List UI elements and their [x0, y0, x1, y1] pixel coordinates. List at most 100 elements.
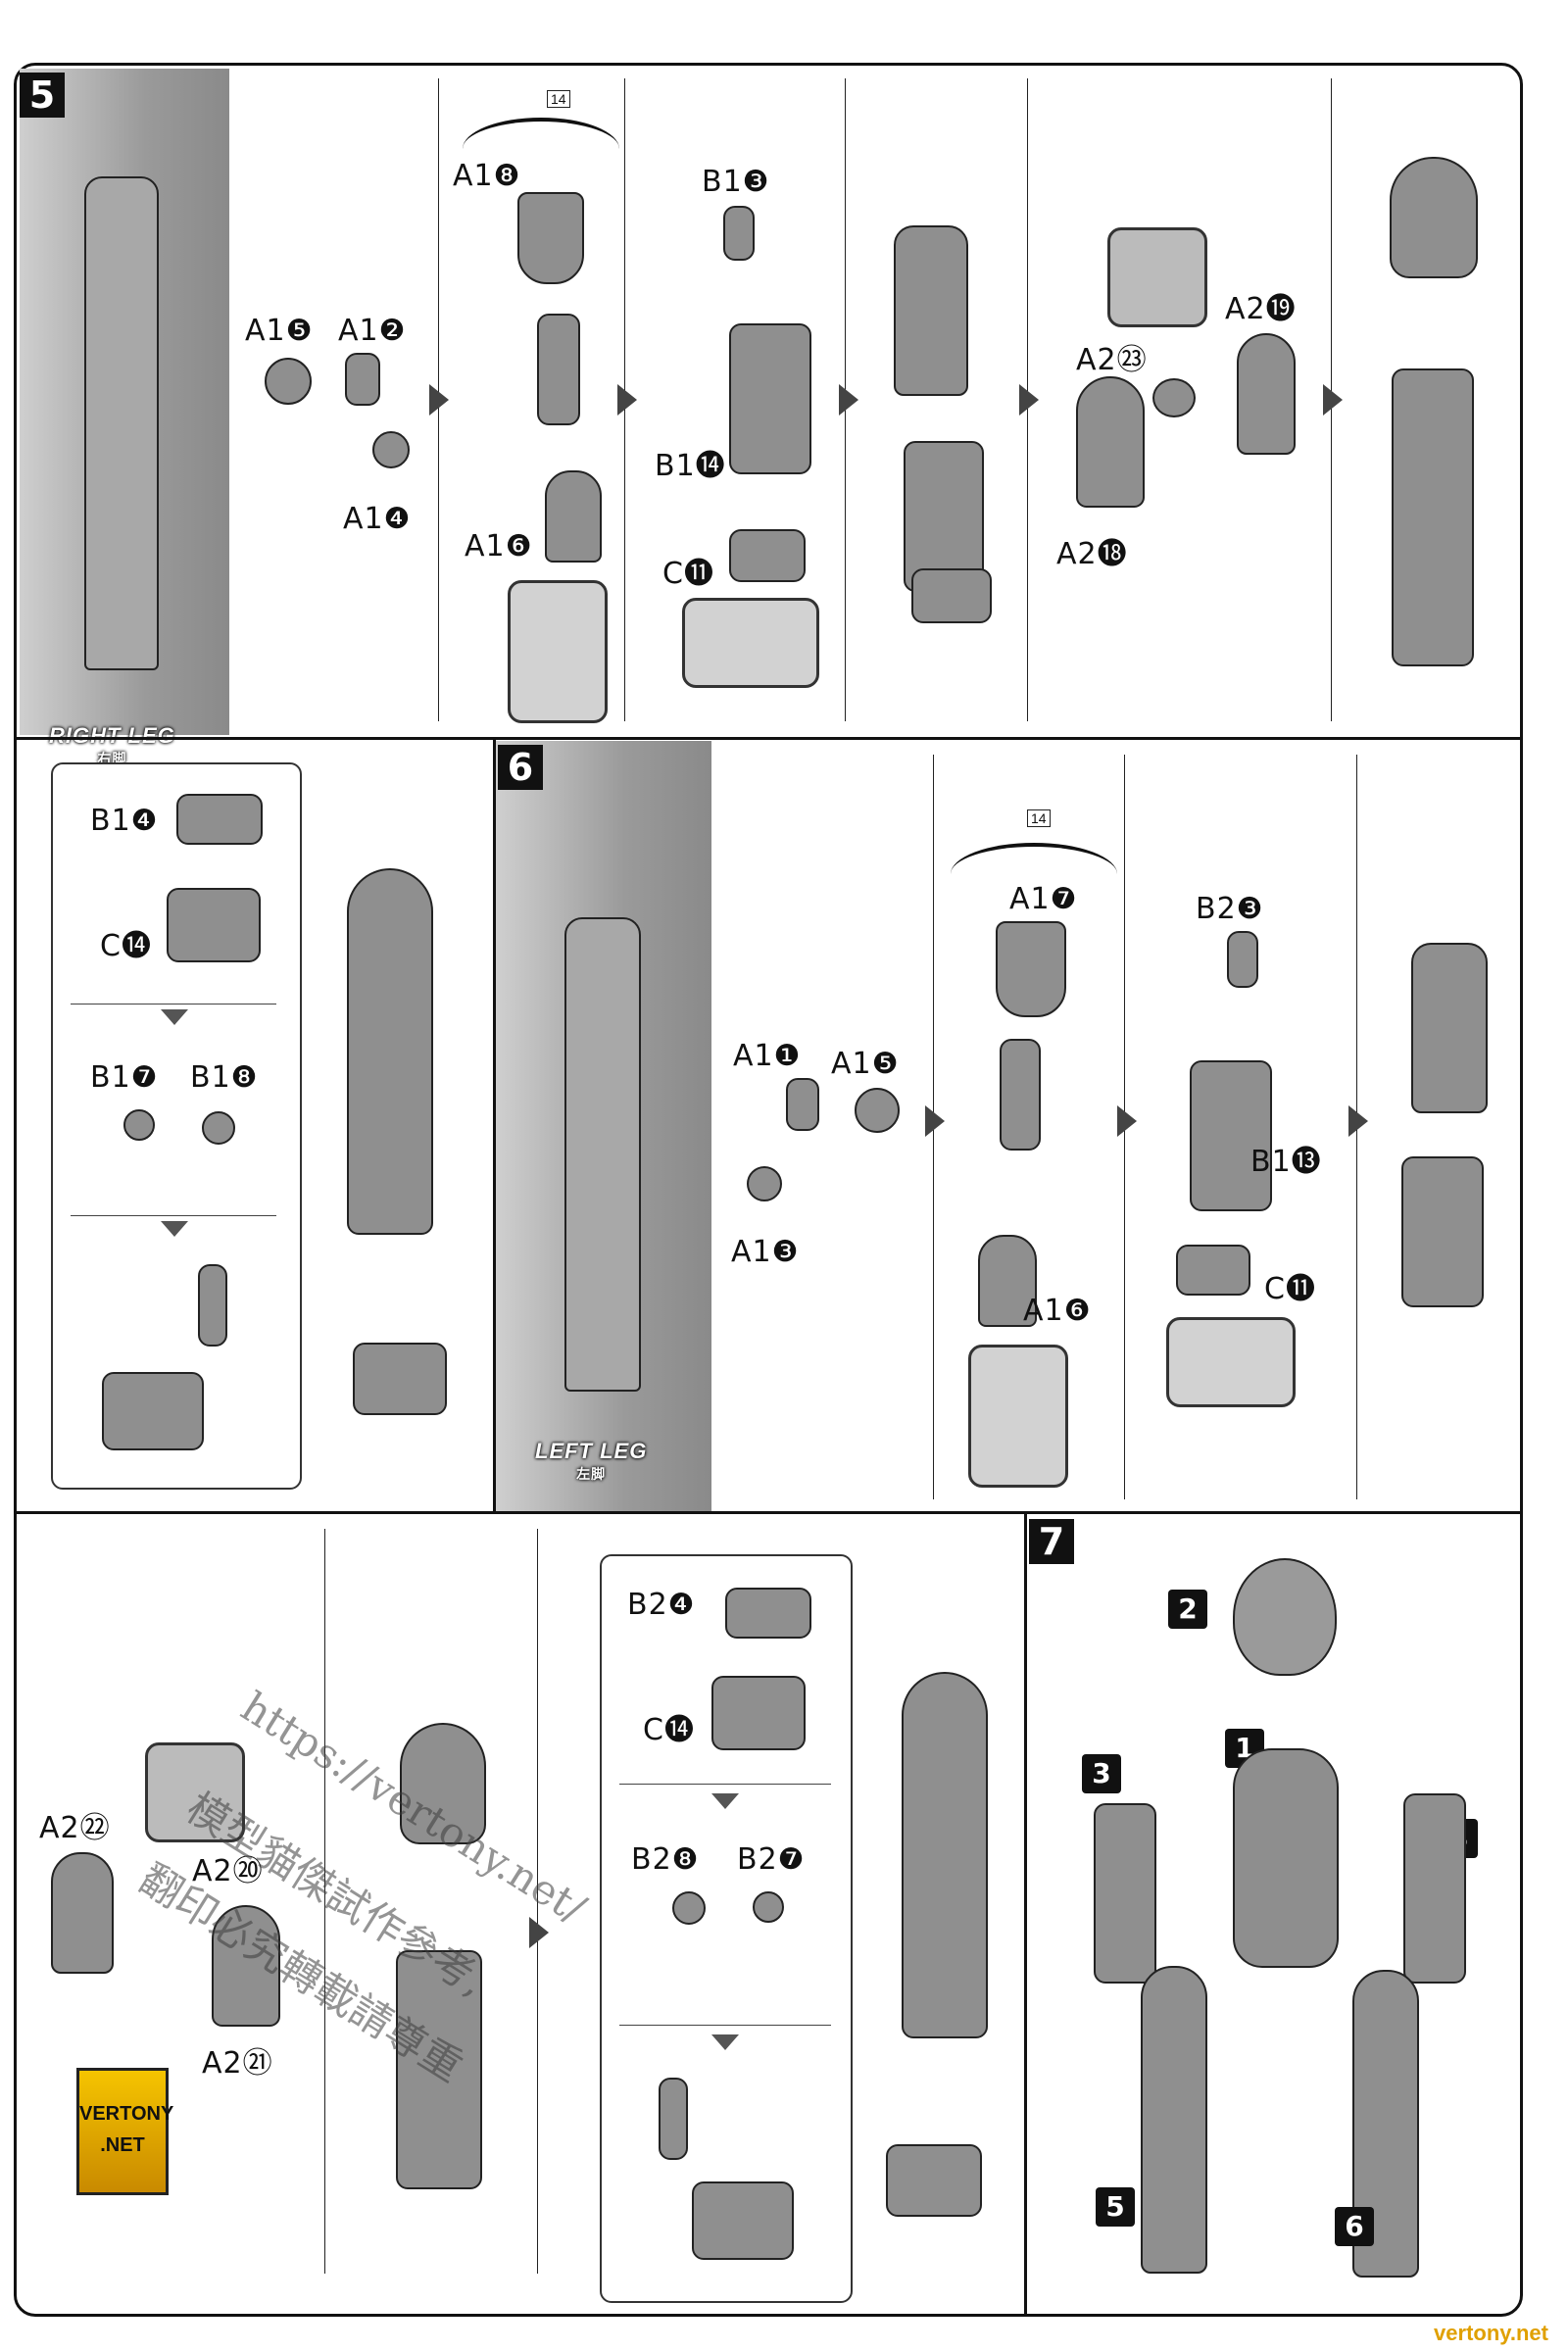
right-leg-reference-panel: RIGHT LEG 右脚 — [20, 69, 229, 766]
part-a1-5-b — [855, 1088, 900, 1133]
sticker-marker: 14 — [1027, 809, 1051, 827]
section-line — [619, 1784, 831, 1785]
logo-text-2: .NET — [100, 2134, 145, 2156]
part-b1-13 — [1190, 1060, 1272, 1211]
label-a1-4: A1❹ — [343, 502, 412, 536]
part-b1-7 — [123, 1109, 155, 1141]
sticker-marker: 14 — [547, 90, 570, 108]
section-line — [619, 2025, 831, 2026]
down-arrow — [711, 2034, 739, 2050]
detail-box-c11 — [682, 598, 819, 688]
down-arrow — [161, 1009, 188, 1025]
part-a1-2 — [345, 353, 380, 406]
part-foot-attach-b — [886, 2144, 982, 2217]
part-b2-3 — [1227, 931, 1258, 988]
part-a2-22 — [51, 1852, 114, 1974]
section-line — [71, 1215, 276, 1216]
part-a1-8 — [517, 192, 584, 284]
label-b2-3: B2❸ — [1196, 892, 1264, 926]
down-arrow — [161, 1221, 188, 1237]
label-c14: C⓮ — [100, 929, 152, 963]
part-thigh-assembled — [894, 225, 968, 396]
part-a2-23 — [1152, 378, 1196, 417]
part-a2-18 — [1076, 376, 1145, 508]
part-c14 — [167, 888, 261, 962]
label-a2-22: A2㉒ — [39, 1811, 111, 1845]
part-b2-8 — [672, 1891, 706, 1925]
detail-box-c11-b — [1166, 1317, 1296, 1407]
label-b1-4: B1❹ — [90, 804, 159, 838]
zoom-arc — [951, 843, 1117, 906]
label-a1-3: A1❸ — [731, 1235, 800, 1269]
part-c14-b — [711, 1676, 806, 1750]
step-arrow — [925, 1105, 945, 1137]
detail-box-a1-6-b — [968, 1345, 1068, 1488]
part-b2-7 — [753, 1891, 784, 1923]
part-ankle-joint-b — [659, 2078, 688, 2160]
part-b1-8 — [202, 1111, 235, 1145]
label-a1-7: A1❼ — [1009, 882, 1078, 916]
divider — [537, 1529, 538, 2274]
assembly-marker-5: 5 — [1096, 2187, 1135, 2227]
step-arrow — [1348, 1105, 1368, 1137]
assembly-marker-3: 3 — [1082, 1754, 1121, 1793]
label-a2-18: A2⓲ — [1056, 537, 1128, 571]
label-c14-b: C⓮ — [643, 1713, 695, 1747]
label-a1-8: A1❽ — [453, 159, 521, 193]
part-shin-assembled — [904, 441, 984, 592]
left-leg-label-jp: 左脚 — [576, 1466, 607, 1482]
part-b1-14 — [729, 323, 811, 474]
label-b2-7: B2❼ — [737, 1842, 806, 1877]
part-ankle-joint — [198, 1264, 227, 1347]
vertony-logo: VERTONY .NET — [76, 2068, 173, 2195]
footer-site: vertony.net — [1434, 2321, 1548, 2345]
step-arrow — [1117, 1105, 1137, 1137]
label-a1-2: A1❷ — [338, 314, 407, 348]
step-5-number: 5 — [20, 73, 65, 118]
label-b1-14: B1⓮ — [655, 449, 726, 483]
part-a1-3 — [747, 1166, 782, 1201]
part-a1-6 — [545, 470, 602, 563]
left-leg-tag: LEFT LEG 左脚 — [535, 1439, 647, 1484]
part-hip-cap — [1390, 157, 1478, 278]
label-a1-6: A1❻ — [465, 529, 533, 564]
part-a1-1 — [786, 1078, 819, 1131]
row-divider — [14, 1511, 1523, 1514]
step-arrow — [617, 384, 637, 416]
part-b1-4 — [176, 794, 263, 845]
part-a2-21 — [212, 1905, 280, 2027]
part-c11-b — [1176, 1245, 1250, 1296]
part-foot-attach — [353, 1343, 447, 1415]
manual-frame — [14, 63, 1523, 2317]
part-head — [1233, 1558, 1337, 1676]
label-c11-b: C⓫ — [1264, 1272, 1316, 1306]
divider — [324, 1529, 325, 2274]
zoom-arc — [463, 118, 619, 180]
part-a1-5 — [265, 358, 312, 405]
label-a1-5: A1❺ — [245, 314, 314, 348]
step-arrow — [839, 384, 858, 416]
left-leg-label: LEFT LEG — [535, 1439, 648, 1463]
part-a1-6-b — [978, 1235, 1037, 1327]
logo-text-1: VERTONY — [79, 2103, 174, 2125]
part-foot-base — [911, 568, 992, 623]
part-foot-c14 — [102, 1372, 204, 1450]
divider — [1024, 1513, 1027, 2317]
part-left-leg-lower-assembly — [902, 1672, 988, 2038]
detail-box-a2-20 — [145, 1742, 245, 1842]
label-a1-6-b: A1❻ — [1023, 1294, 1092, 1328]
step-6-number: 6 — [498, 745, 543, 790]
reference-leg-figure — [564, 917, 641, 1392]
row-divider — [14, 737, 1523, 740]
detail-box-a2-23 — [1107, 227, 1207, 327]
label-a2-20: A2⑳ — [192, 1854, 264, 1888]
label-b1-3: B1❸ — [702, 165, 770, 199]
label-b1-8: B1❽ — [190, 1060, 259, 1095]
part-knee-joint — [537, 314, 580, 425]
step-7-number: 7 — [1029, 1519, 1074, 1564]
label-a1-1: A1❶ — [733, 1039, 802, 1073]
assembly-marker-2: 2 — [1168, 1590, 1207, 1629]
part-left-shin — [1401, 1156, 1484, 1307]
part-left-thigh — [1411, 943, 1488, 1113]
right-leg-label: RIGHT LEG — [49, 723, 175, 748]
